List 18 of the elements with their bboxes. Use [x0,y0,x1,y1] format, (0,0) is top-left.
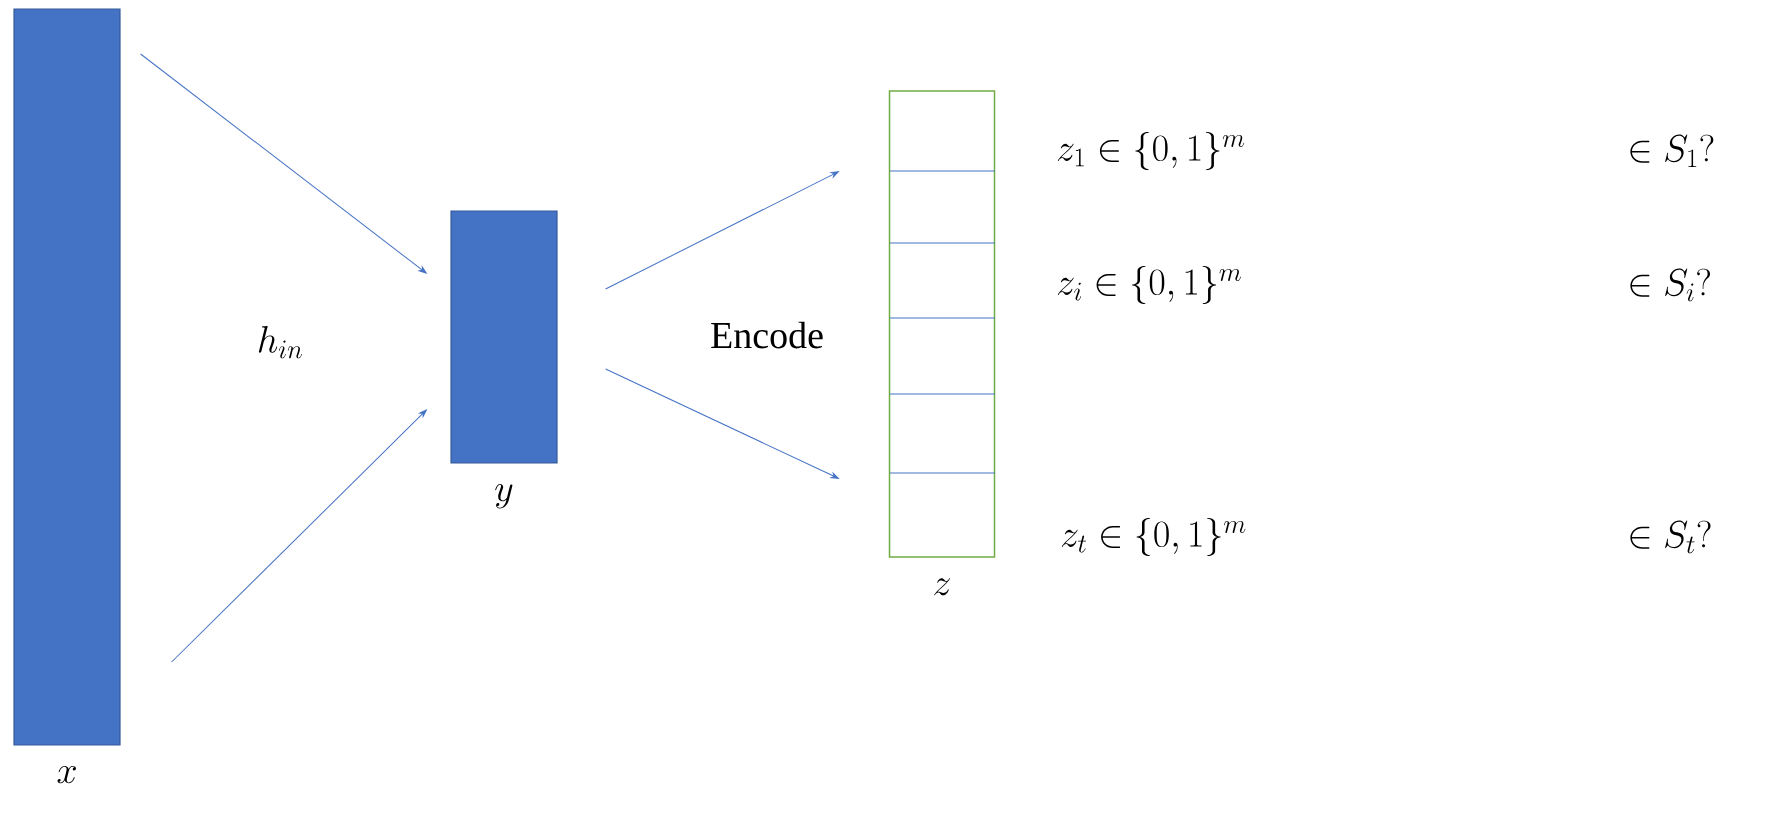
math-label: $\in S_t?$ [1630,520,1711,554]
math-label: $z_1 \in \{0,1\}^m$ [1057,132,1245,170]
math-label: $h_{in}$ [258,325,302,359]
math-label: $z_i \in \{0,1\}^m$ [1057,266,1241,304]
arrow [605,171,839,290]
node-label: $z$ [934,578,951,596]
bar: $x$ [13,8,121,784]
math-label: $\in S_i?$ [1630,268,1710,302]
node-label: $x$ [57,766,76,784]
text-label: Encode [711,321,823,349]
node-label: $y$ [495,484,513,509]
arrow [605,368,839,479]
arrow [171,409,427,663]
vector-column: $z$ [888,90,996,596]
bar: $y$ [450,210,558,509]
math-label: $z_t \in \{0,1\}^m$ [1061,518,1246,556]
math-label: $\in S_1?$ [1630,134,1714,168]
arrow [140,53,427,274]
